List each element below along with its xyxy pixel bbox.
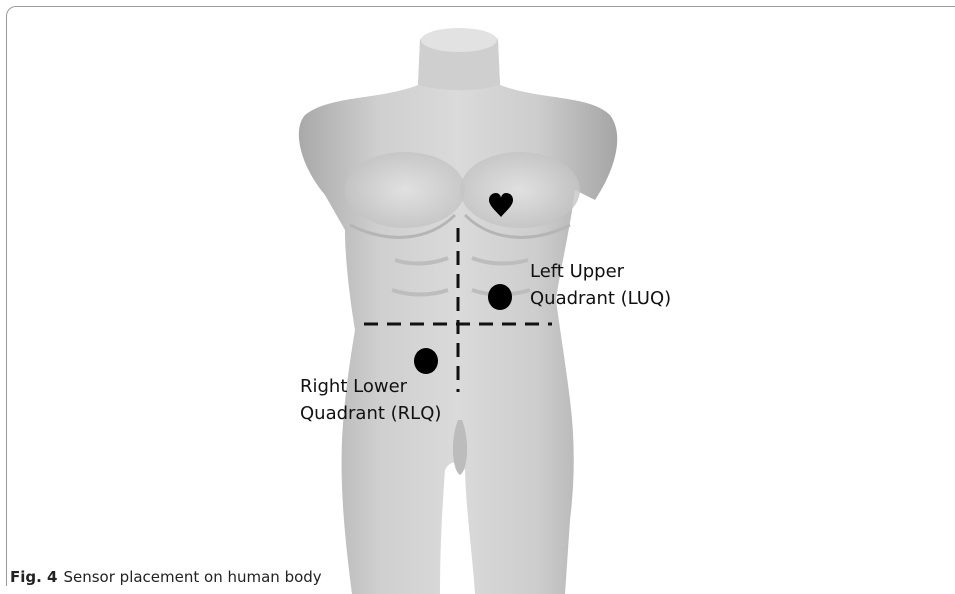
rlq-label-line2: Quadrant (RLQ) [300, 401, 441, 427]
luq-label-line2: Quadrant (LUQ) [530, 286, 671, 312]
figure-caption-text: Sensor placement on human body [63, 568, 321, 586]
figure-caption-label: Fig. 4 [10, 568, 57, 586]
sensor-dot-luq [488, 284, 512, 310]
figure-caption: Fig. 4 Sensor placement on human body [10, 566, 322, 588]
rlq-label-line1: Right Lower [300, 374, 407, 400]
sensor-dot-rlq [414, 348, 438, 374]
luq-label-line1: Left Upper [530, 259, 624, 285]
